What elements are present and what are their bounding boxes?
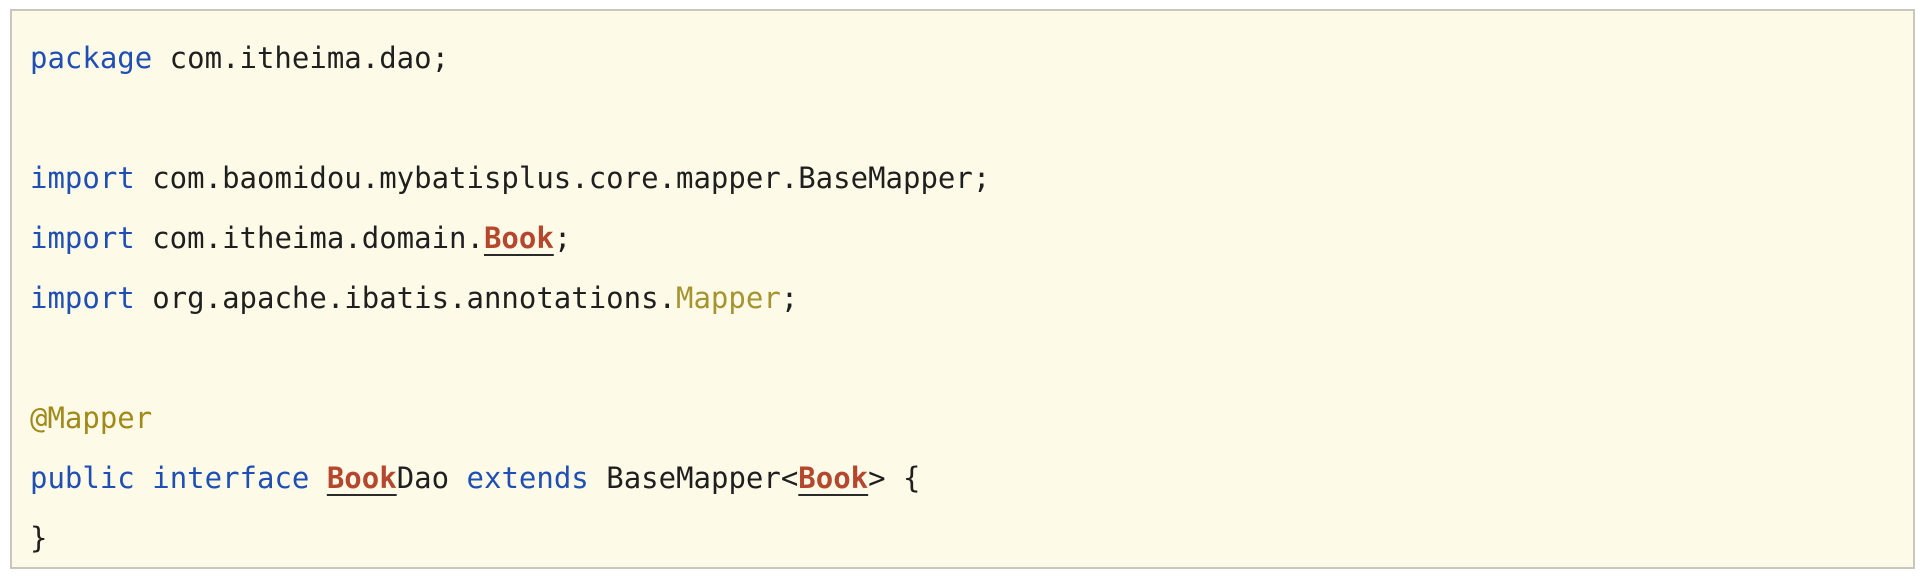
base-mapper-type: BaseMapper< [606,461,799,495]
annotation-class-mapper: Mapper [676,281,781,315]
semicolon: ; [553,221,572,255]
code-text: package com.itheima.dao; import com.baom… [30,28,990,568]
code-line-8: public interface BookDao extends BaseMap… [30,448,990,508]
code-block: package com.itheima.dao; import com.baom… [10,9,1915,569]
keyword-import: import [30,281,135,315]
code-line-6-blank [30,328,990,388]
code-line-7: @Mapper [30,388,990,448]
code-line-9: } [30,508,990,568]
interface-name-rest: Dao [396,461,450,495]
code-line-5: import org.apache.ibatis.annotations.Map… [30,268,990,328]
keyword-package: package [30,41,153,75]
keyword-import: import [30,161,135,195]
import-path: org.apache.ibatis.annotations. [134,281,677,315]
code-line-2-blank [30,88,990,148]
code-line-3: import com.baomidou.mybatisplus.core.map… [30,148,990,208]
keyword-interface: interface [152,461,310,495]
keyword-import: import [30,221,135,255]
code-line-4: import com.itheima.domain.Book; [30,208,990,268]
code-line-1: package com.itheima.dao; [30,28,990,88]
keyword-public: public [30,461,135,495]
semicolon: ; [780,281,799,315]
generic-close-brace: > { [868,461,921,495]
unresolved-class-book: Book [326,461,397,495]
annotation-mapper: @Mapper [30,401,153,435]
unresolved-class-book: Book [798,461,869,495]
unresolved-class-book: Book [483,221,554,255]
package-name: com.itheima.dao; [152,41,450,75]
closing-brace: } [30,521,48,555]
keyword-extends: extends [466,461,589,495]
import-path: com.itheima.domain. [134,221,484,255]
import-path: com.baomidou.mybatisplus.core.mapper.Bas… [134,161,991,195]
